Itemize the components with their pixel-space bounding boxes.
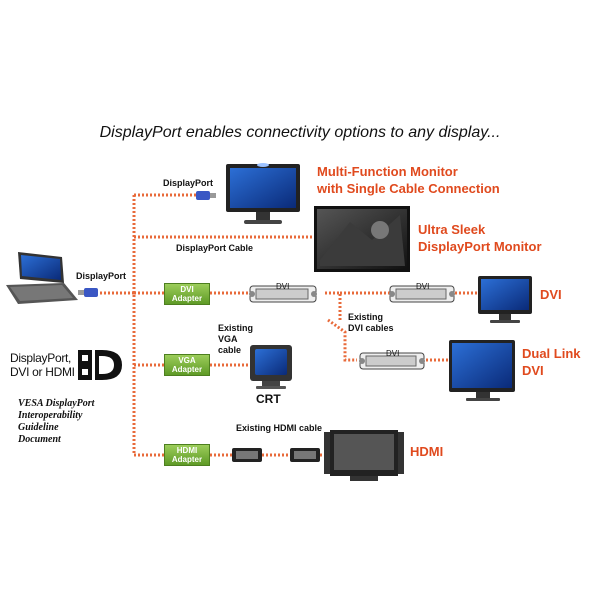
dvi-connector-label: DVI bbox=[276, 282, 290, 291]
dvi-connector-icon bbox=[359, 352, 425, 370]
dual-link-monitor-icon bbox=[449, 340, 515, 401]
displayport-plug-icon bbox=[78, 288, 98, 297]
logo-text: DisplayPort, DVI or HDMI bbox=[10, 351, 75, 379]
vga-adapter: VGA Adapter bbox=[164, 354, 210, 376]
hdmi-tv-icon bbox=[324, 430, 404, 481]
displayport-plug-icon bbox=[196, 191, 216, 200]
hdmi-connector-icon bbox=[290, 448, 320, 462]
ultra-sleek-monitor-label: Ultra Sleek DisplayPort Monitor bbox=[418, 222, 542, 254]
laptop-icon bbox=[6, 252, 78, 304]
hdmi-connector-icon bbox=[232, 448, 262, 462]
dual-link-dvi-label: Dual Link DVI bbox=[522, 346, 581, 378]
dvi-adapter: DVI Adapter bbox=[164, 283, 210, 305]
multi-function-monitor-label: Multi-Function Monitor with Single Cable… bbox=[317, 164, 500, 196]
displayport-cable-label: DisplayPort Cable bbox=[176, 243, 254, 253]
hdmi-adapter: HDMI Adapter bbox=[164, 444, 210, 466]
existing-vga-label: Existing VGA cable bbox=[218, 323, 254, 355]
dvi-display-label: DVI bbox=[540, 287, 562, 302]
page-title: DisplayPort enables connectivity options… bbox=[99, 124, 501, 141]
existing-hdmi-label: Existing HDMI cable bbox=[236, 423, 323, 433]
cable-trunk bbox=[100, 195, 136, 455]
multi-function-monitor-icon bbox=[226, 163, 300, 224]
dvi-connector-label: DVI bbox=[386, 349, 400, 358]
displayport-laptop-label: DisplayPort bbox=[76, 271, 127, 281]
crt-label: CRT bbox=[256, 392, 281, 406]
ultra-sleek-monitor-icon bbox=[314, 206, 410, 272]
dvi-connector-label: DVI bbox=[416, 282, 430, 291]
displayport-logo-icon bbox=[78, 350, 122, 380]
cable-dvi-split bbox=[325, 291, 390, 362]
crt-monitor-icon bbox=[250, 345, 292, 389]
hdmi-display-label: HDMI bbox=[410, 444, 444, 459]
dvi-connector-icon bbox=[249, 285, 317, 303]
vesa-document-label: VESA DisplayPort Interoperability Guidel… bbox=[18, 398, 95, 445]
displayport-top-label: DisplayPort bbox=[163, 178, 214, 188]
dvi-connector-icon bbox=[389, 285, 455, 303]
existing-dvi-label: Existing DVI cables bbox=[348, 312, 394, 333]
dvi-monitor-icon bbox=[478, 276, 532, 323]
